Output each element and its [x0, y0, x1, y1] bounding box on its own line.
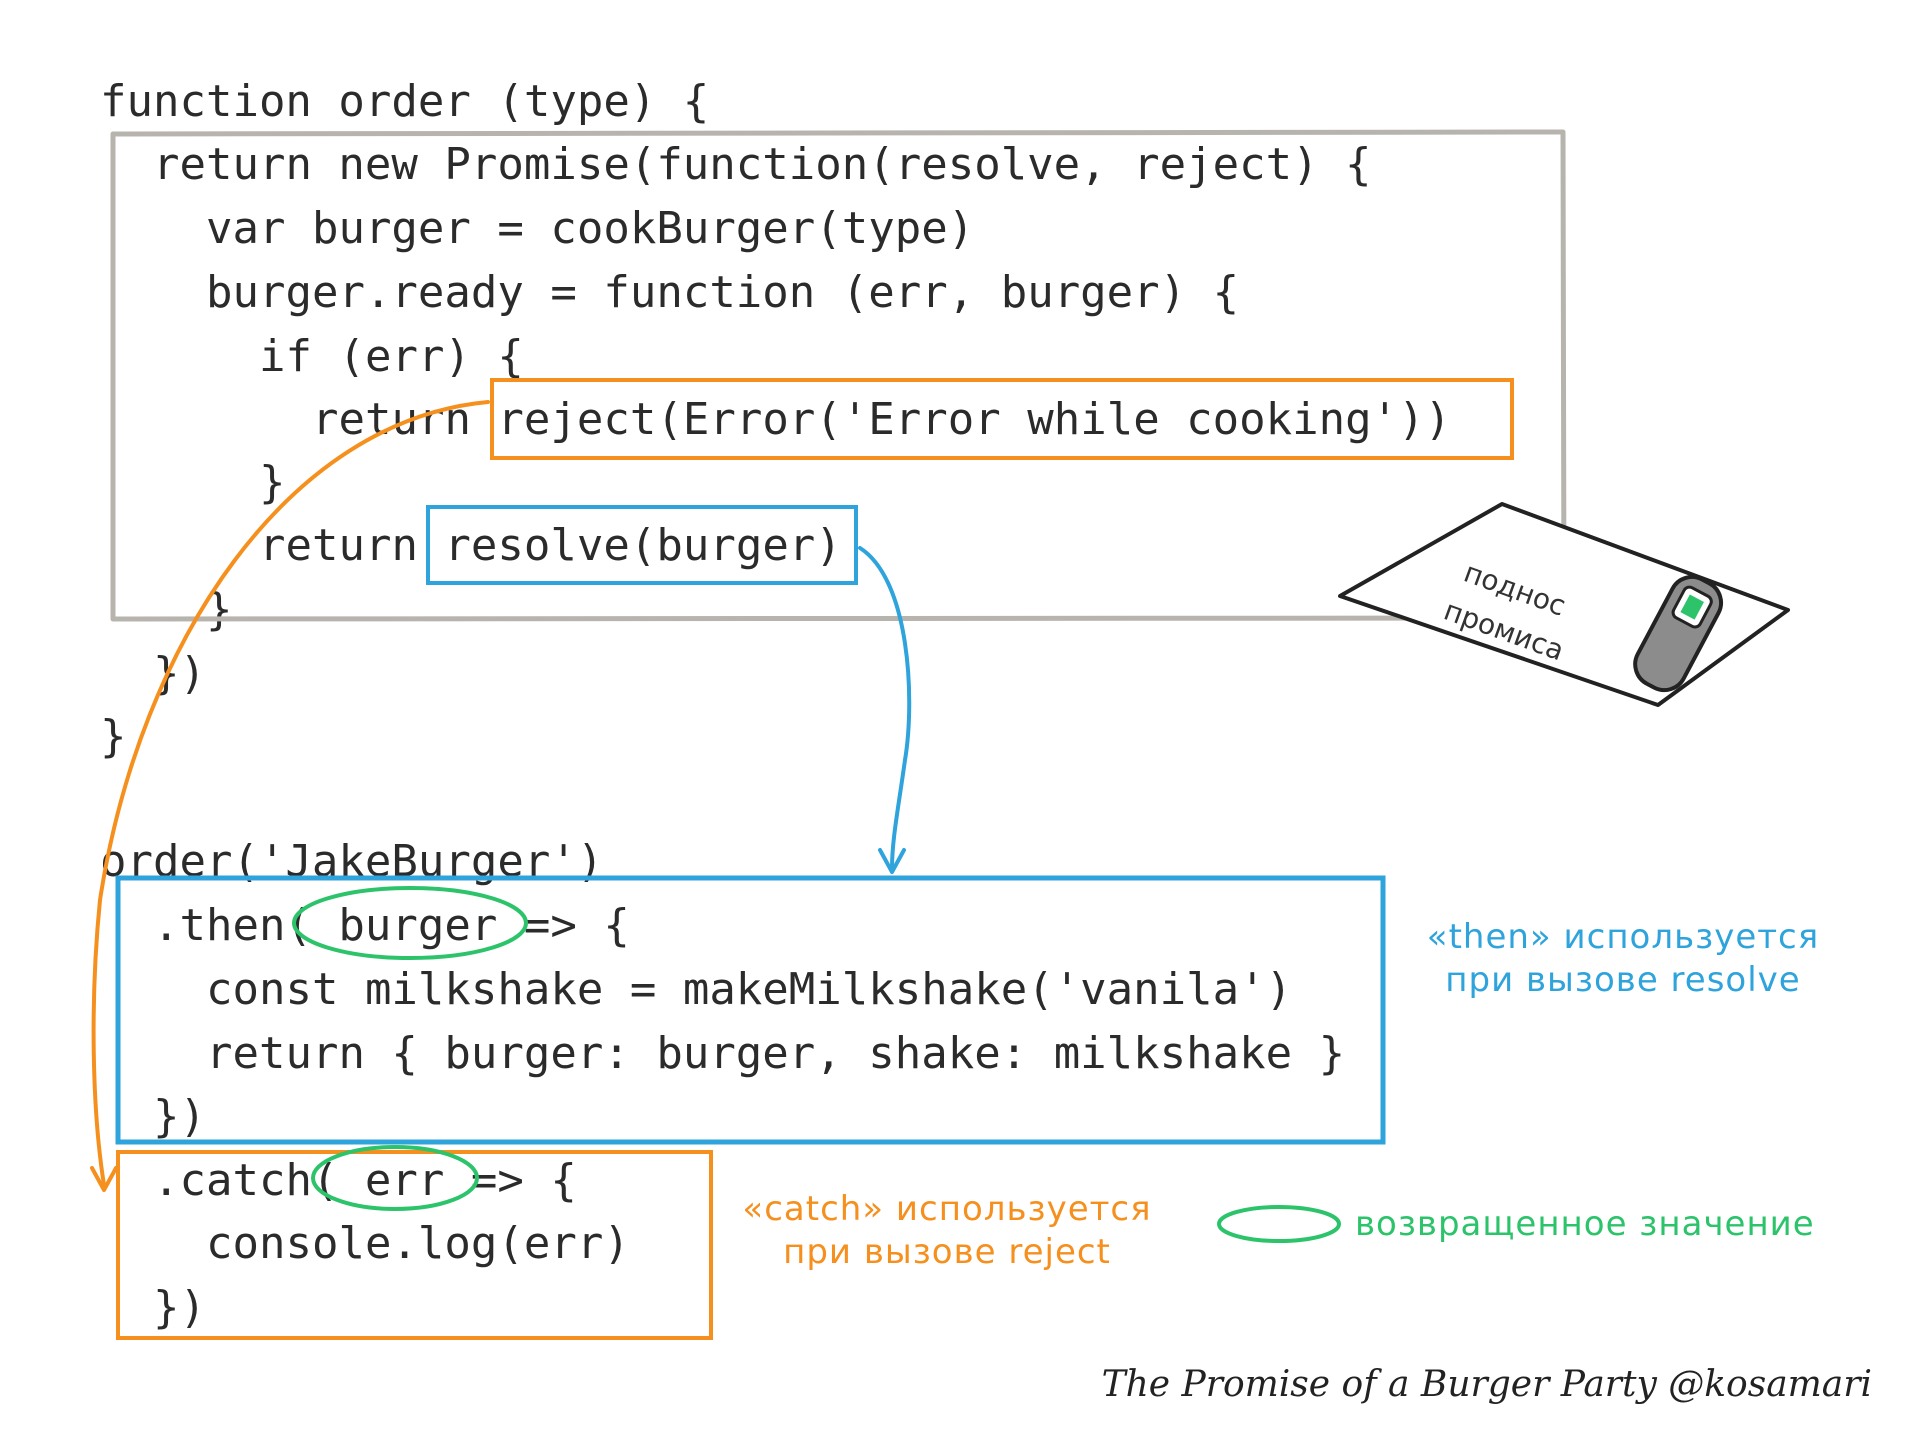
code-line: return reject(Error('Error while cooking… — [312, 394, 1452, 445]
catch-annotation-line2: при вызове reject — [783, 1231, 1111, 1272]
code-line: }) — [153, 1091, 206, 1142]
code-line: }) — [153, 1282, 206, 1333]
reject-arrowhead — [90, 1166, 118, 1192]
reject-box — [490, 378, 1514, 460]
code-line: if (err) { — [259, 331, 524, 382]
buzzer-icon — [1633, 574, 1724, 693]
resolve-box — [426, 505, 858, 585]
then-annotation-line1: «then» используется — [1426, 917, 1820, 957]
code-line: return resolve(burger) — [259, 520, 842, 571]
then-box — [115, 875, 1386, 1145]
legend-green-ellipse — [1217, 1205, 1341, 1243]
code-line: .catch( err => { — [153, 1155, 577, 1206]
catch-box — [116, 1150, 713, 1340]
code-line: .then( burger => { — [153, 900, 630, 951]
code-line: function order (type) { — [100, 76, 710, 127]
resolve-arrow — [858, 546, 912, 870]
code-line: } — [100, 711, 127, 762]
then-annotation: «then» используется при вызове resolve — [1403, 916, 1843, 1001]
returned-value-ellipse-burger — [292, 886, 528, 960]
legend-returned-value: возвращенное значение — [1355, 1204, 1815, 1244]
code-line: var burger = cookBurger(type) — [206, 203, 975, 254]
catch-annotation: «catch» используется при вызове reject — [722, 1188, 1172, 1273]
promise-box — [110, 129, 1567, 622]
code-line: console.log(err) — [206, 1218, 630, 1269]
credit: The Promise of a Burger Party @kosamari — [1101, 1364, 1872, 1405]
code-line: return new Promise(function(resolve, rej… — [153, 139, 1372, 190]
catch-annotation-line1: «catch» используется — [742, 1189, 1152, 1229]
returned-value-ellipse-err — [311, 1145, 479, 1211]
resolve-arrowhead — [878, 848, 906, 874]
code-line: return { burger: burger, shake: milkshak… — [206, 1028, 1346, 1079]
code-line: const milkshake = makeMilkshake('vanila'… — [206, 964, 1293, 1015]
code-line: burger.ready = function (err, burger) { — [206, 267, 1240, 318]
then-annotation-line2: при вызове resolve — [1445, 959, 1801, 1000]
reject-arrow — [91, 400, 490, 1187]
code-line: } — [259, 457, 286, 508]
